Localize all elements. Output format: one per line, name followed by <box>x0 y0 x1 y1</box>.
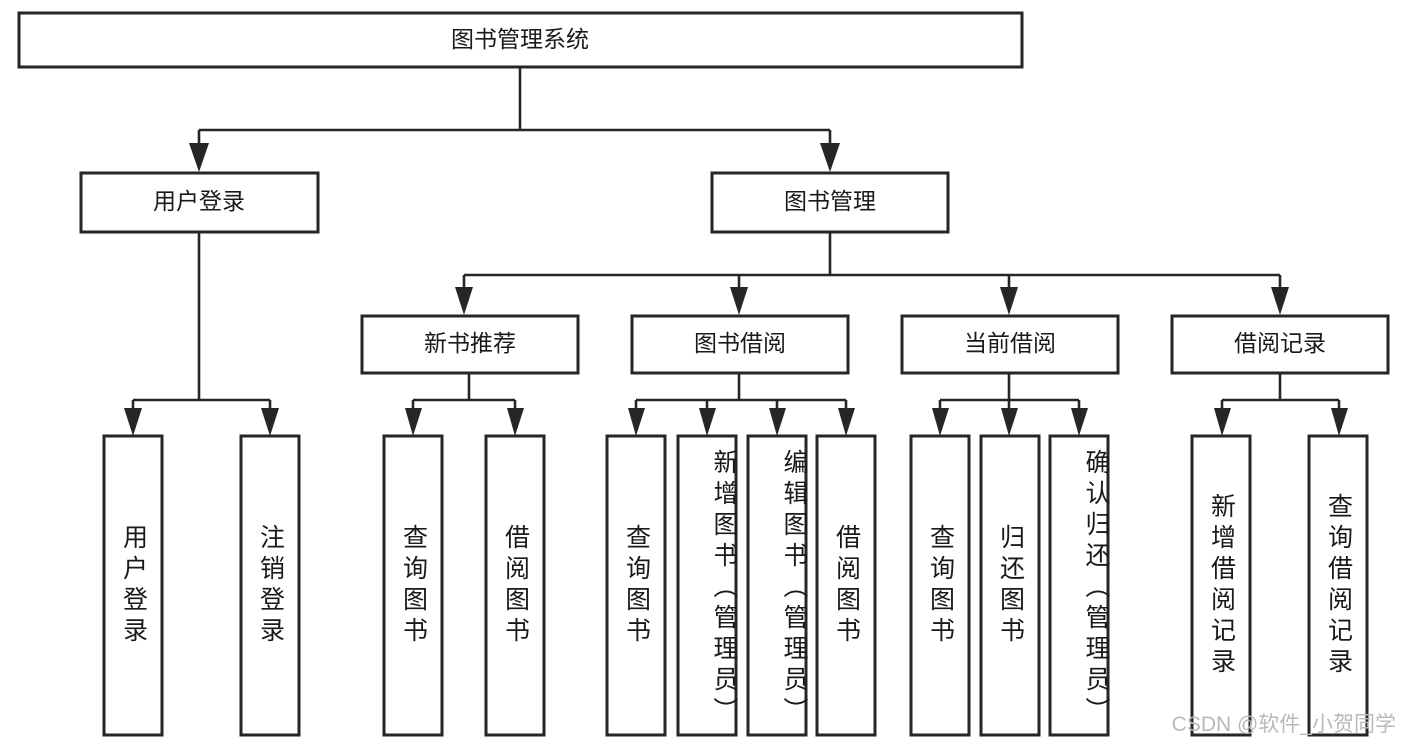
arrow-head-icon <box>699 408 716 436</box>
arrow-head-icon <box>628 408 645 436</box>
node-new-book-recommend[interactable]: 新书推荐 <box>360 314 580 375</box>
arrow-head-icon <box>1001 408 1018 436</box>
node-label-book-management: 图书管理 <box>784 188 876 214</box>
node-box <box>1170 314 1390 375</box>
node-label-book-borrow: 图书借阅 <box>694 330 786 356</box>
leaf-node-query-borrow-record[interactable] <box>1307 434 1369 737</box>
leaf-node-edit-book-admin[interactable] <box>746 434 808 737</box>
arrow-head-icon <box>1331 408 1348 436</box>
node-box <box>605 434 667 737</box>
node-label-current-borrow: 当前借阅 <box>964 330 1056 356</box>
node-root-system[interactable]: 图书管理系统 <box>17 11 1024 69</box>
node-book-management[interactable]: 图书管理 <box>710 171 950 234</box>
leaf-node-logout-login[interactable] <box>239 434 301 737</box>
node-box <box>900 314 1120 375</box>
leaf-node-query-book-bb[interactable] <box>605 434 667 737</box>
arrow-head-icon <box>405 408 422 436</box>
node-box <box>676 434 738 737</box>
leaf-node-confirm-return-admin[interactable] <box>1048 434 1110 737</box>
leaf-node-borrow-book-nb[interactable] <box>484 434 546 737</box>
arrow-head-icon <box>455 287 473 315</box>
node-label-root: 图书管理系统 <box>451 26 589 52</box>
leaf-node-add-borrow-record[interactable] <box>1190 434 1252 737</box>
node-box <box>1307 434 1369 737</box>
edges-group <box>124 67 1348 436</box>
node-box <box>360 314 580 375</box>
node-box <box>815 434 877 737</box>
node-borrow-record[interactable]: 借阅记录 <box>1170 314 1390 375</box>
node-box <box>484 434 546 737</box>
node-box <box>630 314 850 375</box>
leaf-node-query-book-nb[interactable] <box>382 434 444 737</box>
leaf-node-user-login[interactable] <box>102 434 164 737</box>
node-box <box>239 434 301 737</box>
leaf-node-query-book-cb[interactable] <box>909 434 971 737</box>
leaf-node-add-book-admin[interactable] <box>676 434 738 737</box>
node-book-borrow[interactable]: 图书借阅 <box>630 314 850 375</box>
leaf-node-borrow-book-bb[interactable] <box>815 434 877 737</box>
node-box <box>17 11 1024 69</box>
node-box <box>1048 434 1110 737</box>
node-box <box>382 434 444 737</box>
arrow-head-icon <box>820 143 840 172</box>
arrow-head-icon <box>730 287 748 315</box>
node-box <box>102 434 164 737</box>
leaf-node-return-book[interactable] <box>979 434 1041 737</box>
node-label-borrow-record: 借阅记录 <box>1234 330 1326 356</box>
arrow-head-icon <box>261 408 279 436</box>
arrow-head-icon <box>932 408 949 436</box>
node-current-borrow[interactable]: 当前借阅 <box>900 314 1120 375</box>
watermark-text: CSDN @软件_小贺同学 <box>1172 713 1396 736</box>
arrow-head-icon <box>769 408 786 436</box>
arrow-head-icon <box>1000 287 1018 315</box>
arrow-head-icon <box>124 408 142 436</box>
node-box <box>909 434 971 737</box>
node-box <box>79 171 320 234</box>
arrow-head-icon <box>1271 287 1289 315</box>
node-box <box>710 171 950 234</box>
node-box <box>1190 434 1252 737</box>
node-user-login[interactable]: 用户登录 <box>79 171 320 234</box>
arrow-head-icon <box>838 408 855 436</box>
arrow-head-icon <box>1071 408 1088 436</box>
node-box <box>979 434 1041 737</box>
arrow-head-icon <box>189 143 209 172</box>
arrow-head-icon <box>1214 408 1231 436</box>
node-label-user-login: 用户登录 <box>153 188 245 214</box>
node-box <box>746 434 808 737</box>
arrow-head-icon <box>507 408 524 436</box>
node-label-new-book-recommend: 新书推荐 <box>424 330 516 356</box>
